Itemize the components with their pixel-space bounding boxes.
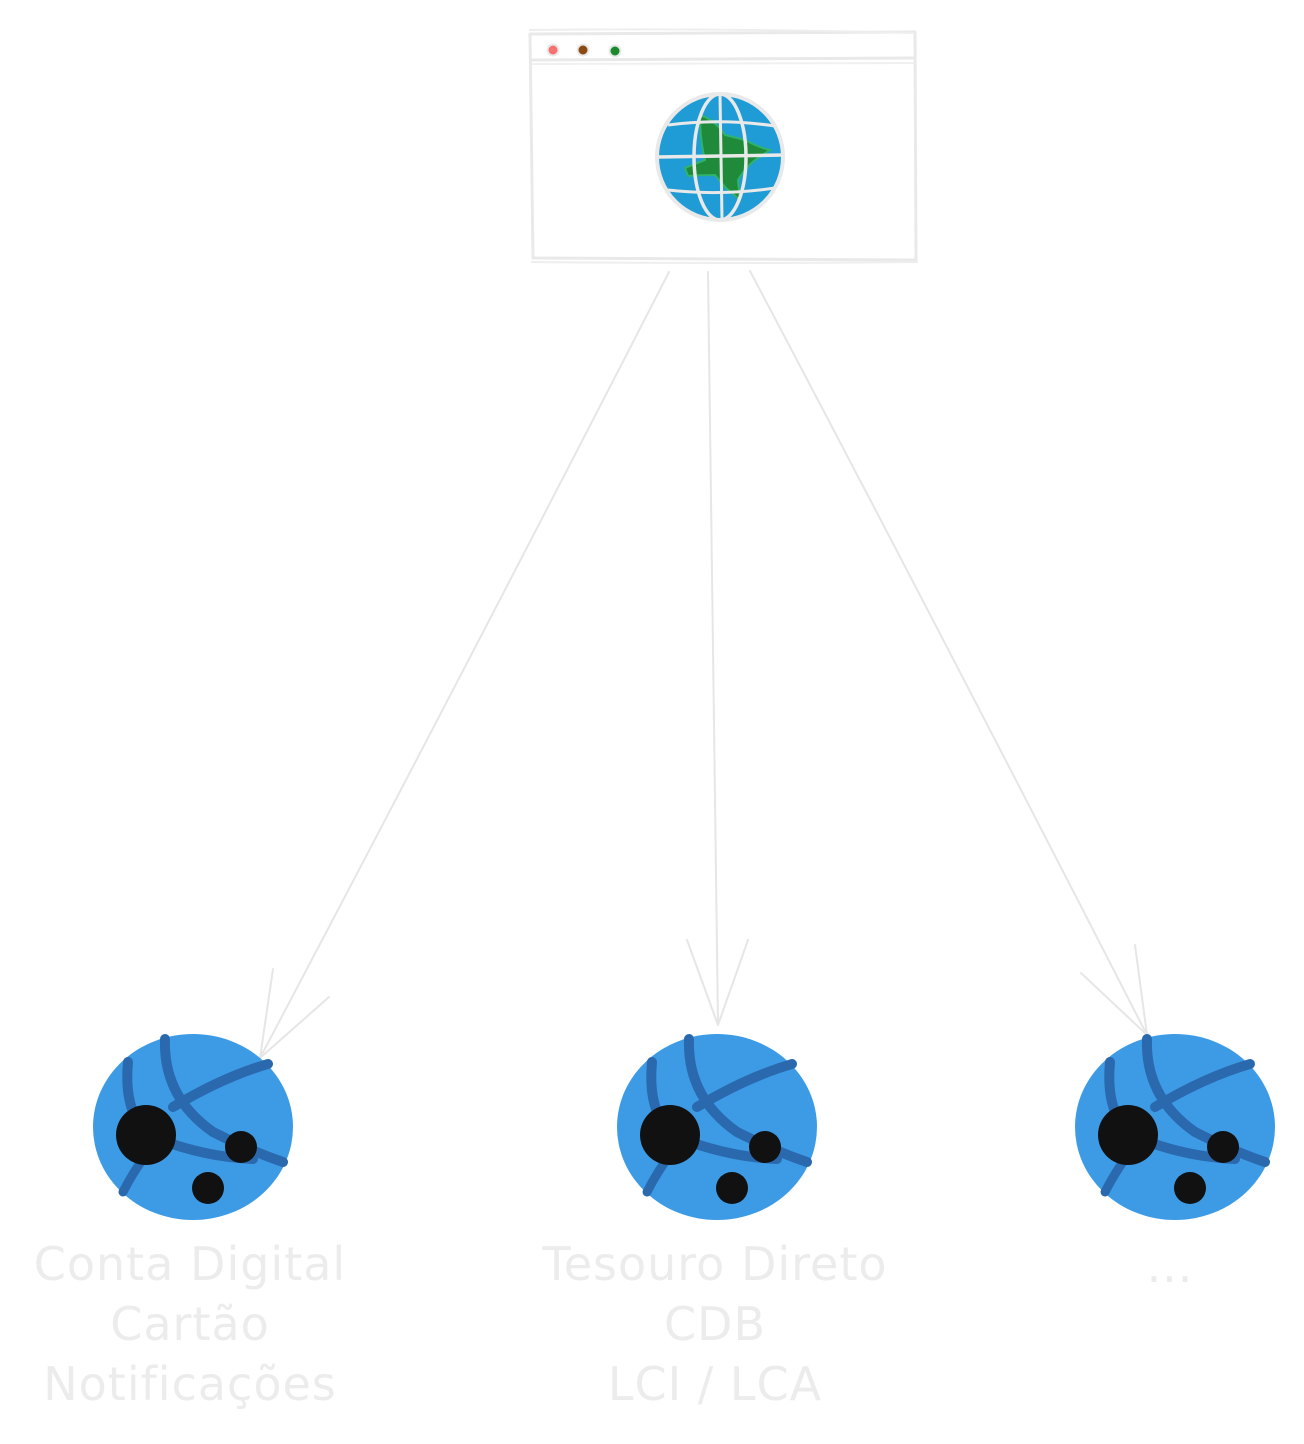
- arrow-to-middle-service: [686, 271, 749, 1026]
- service-label-line: Conta Digital: [33, 1237, 347, 1291]
- globe-icon: [655, 92, 785, 222]
- service-label-right: ...: [1070, 1236, 1270, 1296]
- service-label-line: Cartão: [110, 1297, 270, 1351]
- arrow-to-left-service: [259, 271, 670, 1059]
- service-label-left: Conta Digital Cartão Notificações: [10, 1234, 370, 1414]
- network-globe-icon-middle: [617, 1034, 817, 1220]
- service-label-line: ...: [1146, 1239, 1194, 1293]
- service-label-line: Tesouro Direto: [542, 1237, 888, 1291]
- service-label-line: Notificações: [43, 1357, 337, 1411]
- network-globe-icon-left: [93, 1034, 293, 1220]
- arrow-to-right-service: [749, 270, 1148, 1036]
- window-close-dot: [546, 43, 560, 57]
- service-label-line: CDB: [663, 1297, 767, 1351]
- window-minimize-dot: [576, 43, 590, 57]
- window-maximize-dot: [608, 44, 622, 58]
- browser-window-icon: [528, 28, 919, 264]
- service-label-middle: Tesouro Direto CDB LCI / LCA: [520, 1234, 910, 1414]
- service-label-line: LCI / LCA: [607, 1357, 823, 1411]
- network-globe-icon-right: [1075, 1034, 1275, 1220]
